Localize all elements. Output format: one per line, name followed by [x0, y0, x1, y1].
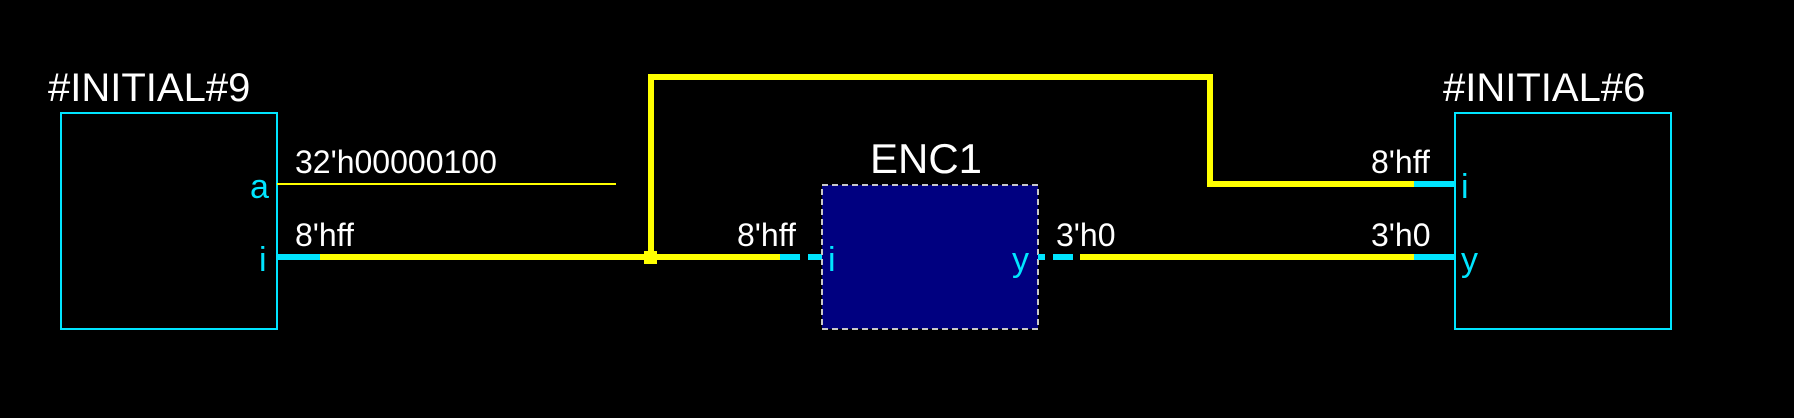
initial6-port-y-label: y [1461, 241, 1478, 279]
initial9-block[interactable] [60, 112, 278, 330]
enc1-title: ENC1 [870, 135, 982, 182]
net-label-y-enc1: 3'h0 [1056, 217, 1116, 253]
net-label-i-dst: 8'hff [1371, 144, 1430, 180]
enc1-block[interactable] [821, 184, 1039, 330]
wire-i-branch[interactable] [648, 74, 1414, 257]
initial6-title: #INITIAL#6 [1443, 66, 1645, 110]
net-label-y-dst: 3'h0 [1371, 217, 1431, 253]
net-junction-dot [644, 251, 657, 264]
enc1-port-i-label: i [828, 241, 836, 279]
net-label-i-enc1: 8'hff [737, 217, 796, 253]
initial9-title: #INITIAL#9 [48, 66, 250, 110]
initial6-block[interactable] [1454, 112, 1672, 330]
net-label-a-const: 32'h00000100 [295, 144, 497, 180]
enc1-port-y-label: y [1012, 241, 1029, 279]
initial6-port-i-label: i [1461, 168, 1469, 206]
initial9-port-a-label: a [250, 168, 269, 206]
initial9-port-i-label: i [259, 241, 267, 279]
net-label-i-src: 8'hff [295, 217, 354, 253]
